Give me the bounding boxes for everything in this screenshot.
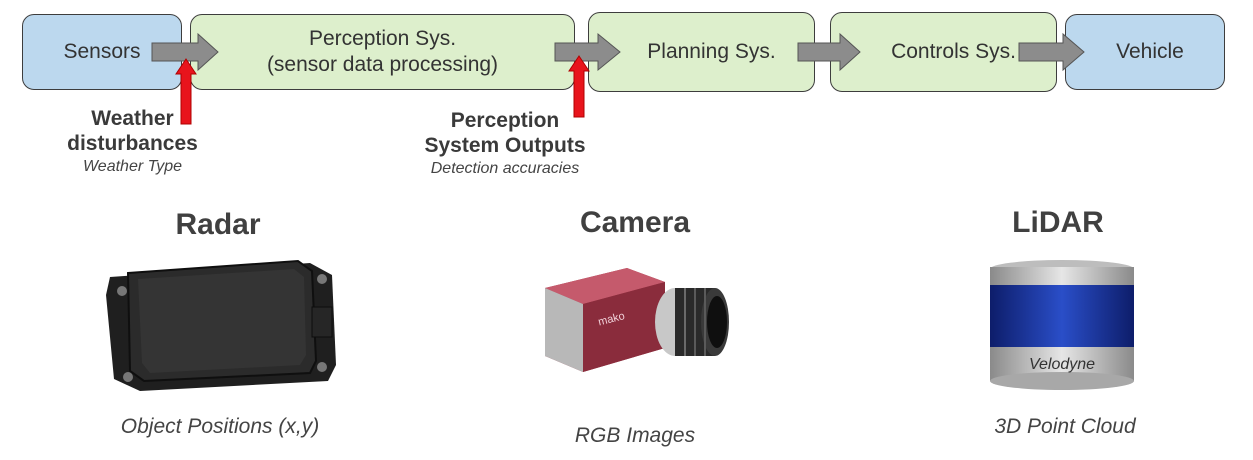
radar-image — [106, 259, 336, 391]
radar-mount-hole-tr — [317, 274, 327, 284]
perception-box: Perception Sys. (sensor data processing) — [190, 14, 575, 90]
radar-mount-hole-br — [317, 362, 327, 372]
arrow-sensors-perception — [151, 32, 219, 72]
perception-outputs-subtitle: Detection accuracies — [430, 160, 580, 178]
controls-label: Controls Sys. — [891, 39, 1016, 63]
perception-outputs-annotation: Perception System Outputs Detection accu… — [400, 108, 610, 178]
arrow-planning-controls — [797, 32, 861, 72]
vehicle-box: Vehicle — [1065, 14, 1225, 90]
weather-title: Weather disturbances — [67, 107, 198, 156]
weather-subtitle: Weather Type — [82, 158, 182, 176]
red-arrow-perception-outputs — [568, 55, 590, 118]
radar-title: Radar — [175, 208, 261, 241]
radar-description: Object Positions (x,y) — [120, 415, 320, 438]
arrow-controls-vehicle — [1018, 32, 1085, 72]
planning-label: Planning Sys. — [647, 39, 776, 63]
camera-image: mako — [545, 268, 729, 372]
lidar-description: 3D Point Cloud — [994, 415, 1136, 438]
camera-description: RGB Images — [574, 424, 696, 447]
perception-label: Perception Sys. (sensor data processing) — [266, 26, 499, 76]
weather-annotation: Weather disturbances Weather Type — [50, 106, 215, 176]
red-arrow-weather — [175, 58, 197, 125]
camera-title: Camera — [579, 206, 691, 239]
radar-mount-hole-bl — [123, 372, 133, 382]
sensors-label: Sensors — [63, 39, 141, 63]
lidar-title: LiDAR — [1012, 206, 1104, 239]
radar-mount-hole-tl — [117, 286, 127, 296]
vehicle-label: Vehicle — [1116, 39, 1184, 63]
lidar-image: Velodyne — [990, 260, 1134, 390]
lidar-brand-label: Velodyne — [1029, 356, 1095, 373]
radar-connector — [311, 306, 333, 338]
perception-outputs-title: Perception System Outputs — [424, 109, 586, 158]
arrow-perception-planning — [554, 32, 621, 72]
